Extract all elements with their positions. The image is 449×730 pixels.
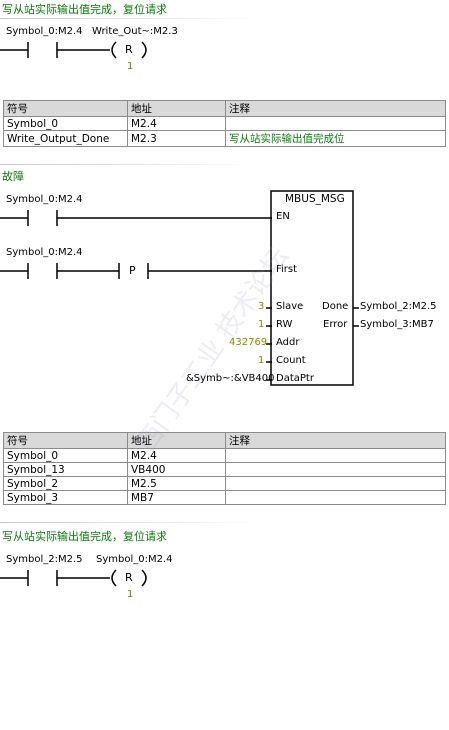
- table-header-row: 符号 地址 注释: [3, 100, 446, 117]
- network2-contact1-label[interactable]: Symbol_0:M2.4: [6, 194, 83, 205]
- network1-contact-label[interactable]: Symbol_0:M2.4: [6, 26, 83, 37]
- pin-addr: Addr: [276, 337, 300, 348]
- column-header-symbol: 符号: [3, 100, 128, 117]
- table-row[interactable]: Symbol_0 M2.4: [3, 116, 446, 131]
- cell-address: MB7: [127, 490, 226, 505]
- network1-comment: 写从站实际输出值完成，复位请求: [2, 3, 167, 16]
- pin-slave: Slave: [276, 301, 304, 312]
- cell-symbol: Write_Output_Done: [3, 130, 128, 147]
- cell-address: M2.3: [127, 130, 226, 147]
- cell-address: VB400: [127, 462, 226, 477]
- network3-contact-label[interactable]: Symbol_2:M2.5: [6, 554, 83, 565]
- column-header-comment: 注释: [225, 432, 446, 449]
- symbol-table-2: 符号 地址 注释 Symbol_0 M2.4 Symbol_13 VB400 S…: [3, 432, 446, 505]
- table-row[interactable]: Symbol_2 M2.5: [3, 476, 446, 491]
- output-done-value[interactable]: Symbol_2:M2.5: [360, 301, 437, 312]
- cell-comment: [225, 448, 446, 463]
- network3-coil-letter: R: [125, 571, 133, 584]
- network3-comment: 写从站实际输出值完成，复位请求: [2, 530, 167, 543]
- positive-edge-label: P: [129, 264, 136, 277]
- pin-count: Count: [276, 355, 306, 366]
- network2-contact2-label[interactable]: Symbol_0:M2.4: [6, 247, 83, 258]
- cell-comment: 写从站实际输出值完成位: [225, 130, 446, 147]
- network3-coil-count: 1: [127, 589, 134, 600]
- column-header-comment: 注释: [225, 100, 446, 117]
- network2-comment: 故障: [2, 170, 24, 183]
- input-slave-value[interactable]: 3: [258, 301, 265, 312]
- pin-rw: RW: [276, 319, 293, 330]
- cell-comment: [225, 462, 446, 477]
- cell-address: M2.5: [127, 476, 226, 491]
- cell-address: M2.4: [127, 448, 226, 463]
- cell-comment: [225, 116, 446, 131]
- column-header-address: 地址: [127, 100, 226, 117]
- pin-first: First: [276, 264, 298, 275]
- symbol-table-1: 符号 地址 注释 Symbol_0 M2.4 Write_Output_Done…: [3, 100, 446, 147]
- table-header-row: 符号 地址 注释: [3, 432, 446, 449]
- network1-coil-label[interactable]: Write_Out~:M2.3: [92, 26, 178, 37]
- cell-comment: [225, 476, 446, 491]
- cell-symbol: Symbol_3: [3, 490, 128, 505]
- network2-separator: [0, 164, 260, 165]
- network3-coil-label[interactable]: Symbol_0:M2.4: [96, 554, 173, 565]
- function-block-title[interactable]: MBUS_MSG: [285, 193, 345, 205]
- pin-done: Done: [322, 301, 349, 312]
- column-header-symbol: 符号: [3, 432, 128, 449]
- table-row[interactable]: Symbol_0 M2.4: [3, 448, 446, 463]
- input-dataptr-value[interactable]: &Symb~:&VB400: [186, 373, 275, 384]
- table-row[interactable]: Write_Output_Done M2.3 写从站实际输出值完成位: [3, 130, 446, 147]
- output-error-value[interactable]: Symbol_3:MB7: [360, 319, 434, 330]
- table-row[interactable]: Symbol_13 VB400: [3, 462, 446, 477]
- cell-address: M2.4: [127, 116, 226, 131]
- network1-rung: [0, 41, 147, 59]
- network3-separator: [0, 522, 260, 523]
- table-row[interactable]: Symbol_3 MB7: [3, 490, 446, 505]
- input-addr-value[interactable]: 432769: [229, 337, 268, 348]
- cell-symbol: Symbol_0: [3, 448, 128, 463]
- network1-separator: [0, 18, 260, 19]
- network3-rung: [0, 569, 147, 587]
- network2-rung: [0, 190, 359, 386]
- cell-symbol: Symbol_0: [3, 116, 128, 131]
- network1-coil-count: 1: [127, 61, 134, 72]
- network1-coil-letter: R: [125, 43, 133, 56]
- input-rw-value[interactable]: 1: [258, 319, 265, 330]
- cell-symbol: Symbol_2: [3, 476, 128, 491]
- cell-comment: [225, 490, 446, 505]
- cell-symbol: Symbol_13: [3, 462, 128, 477]
- pin-error: Error: [323, 319, 348, 330]
- pin-dataptr: DataPtr: [276, 373, 314, 384]
- pin-en: EN: [276, 211, 290, 222]
- input-count-value[interactable]: 1: [258, 355, 265, 366]
